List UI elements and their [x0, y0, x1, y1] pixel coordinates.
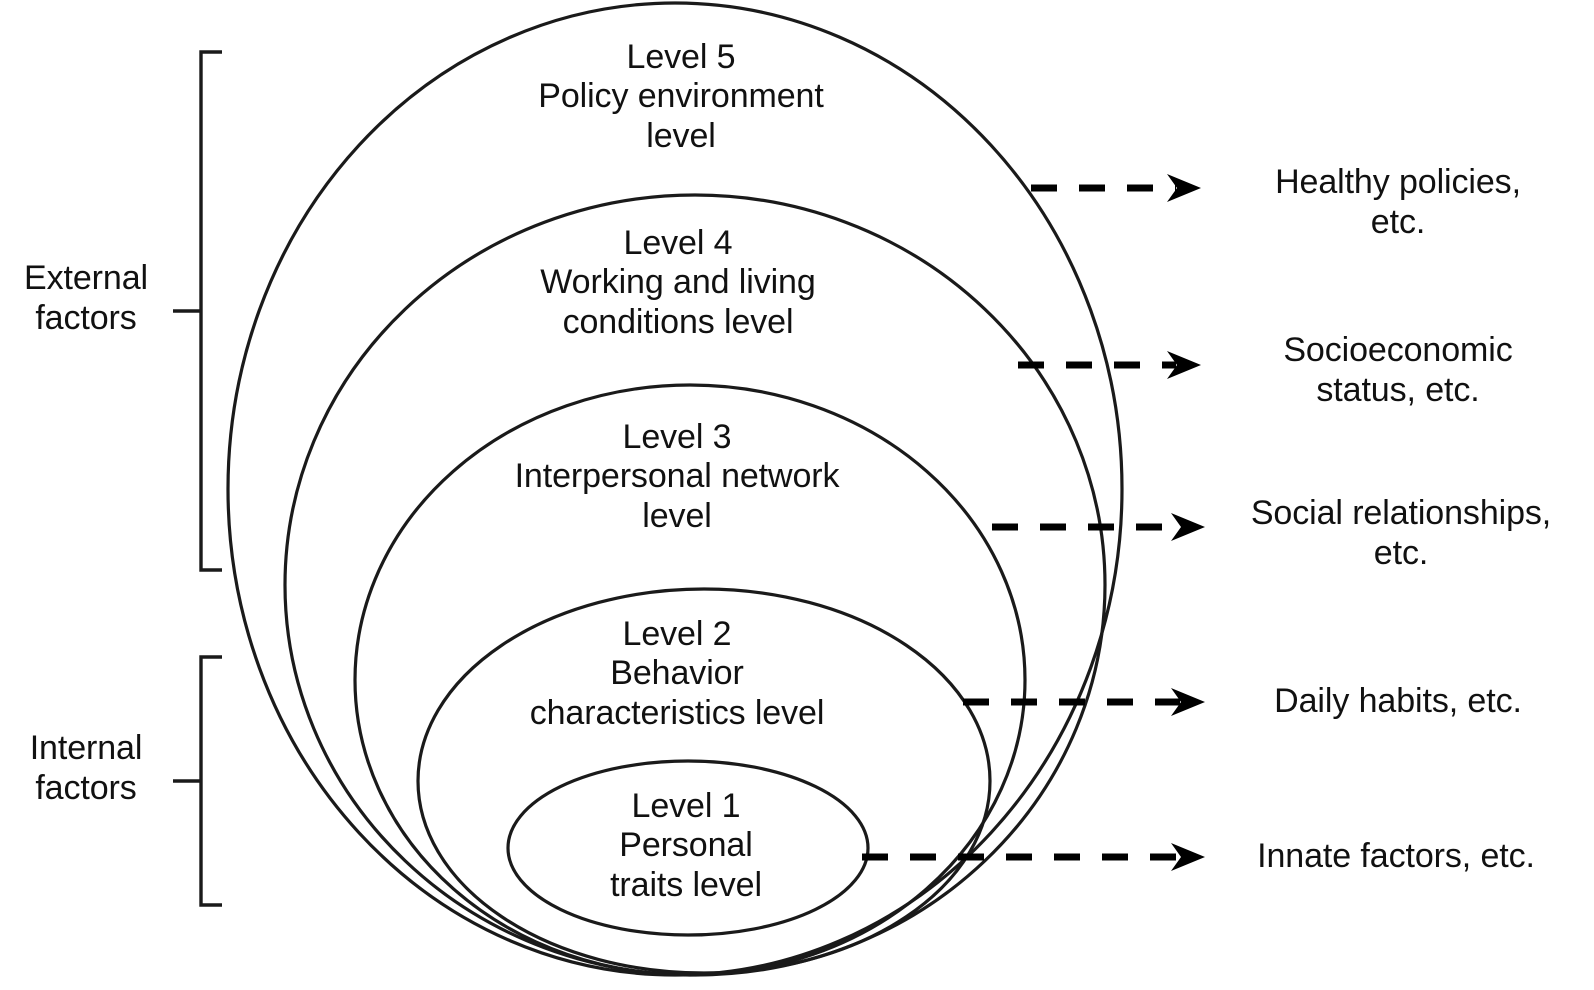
- connector-arrow-level-5: [1031, 174, 1201, 202]
- callout-label-level-4: Socioeconomic status, etc.: [1283, 331, 1513, 409]
- connector-arrow-level-4: [1018, 351, 1201, 379]
- bracket-internal: [199, 655, 222, 907]
- callout-label-level-3: Social relationships, etc.: [1250, 494, 1552, 572]
- ring-label-level-4: Level 4 Working and living conditions le…: [540, 224, 816, 341]
- bracket-external: [199, 50, 222, 572]
- ellipse-level-2: [416, 587, 992, 975]
- ellipse-level-3: [353, 383, 1027, 977]
- bracket-label-internal: Internal factors: [29, 729, 143, 808]
- ring-label-level-2: Level 2 Behavior characteristics level: [529, 615, 825, 732]
- ring-label-level-5: Level 5 Policy environment level: [538, 38, 824, 155]
- callout-label-level-2: Daily habits, etc.: [1274, 682, 1522, 720]
- connector-arrow-level-3: [992, 513, 1205, 541]
- ring-label-level-1: Level 1 Personal traits level: [610, 787, 762, 904]
- callout-label-level-1: Innate factors, etc.: [1257, 837, 1535, 875]
- connector-arrow-level-2: [963, 688, 1205, 716]
- connector-arrow-level-1: [862, 843, 1205, 871]
- bracket-label-external: External factors: [24, 259, 148, 338]
- ring-label-level-3: Level 3 Interpersonal network level: [514, 418, 840, 535]
- ellipse-level-1: [506, 759, 870, 937]
- callout-label-level-5: Healthy policies, etc.: [1275, 163, 1521, 241]
